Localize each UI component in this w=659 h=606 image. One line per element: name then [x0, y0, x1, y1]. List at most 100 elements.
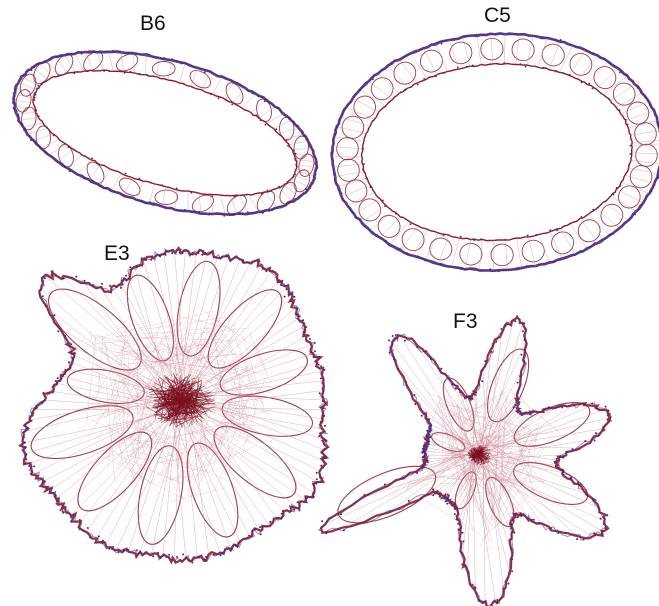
- f3-node: [340, 513, 342, 515]
- b6-node: [34, 99, 36, 101]
- f3-node: [424, 462, 426, 464]
- f3-node: [593, 532, 595, 534]
- e3-node: [56, 501, 58, 503]
- c5-node: [352, 212, 354, 214]
- e3-node: [152, 555, 154, 557]
- c5-node: [333, 133, 335, 135]
- panel-b6-network: [13, 48, 318, 218]
- e3-node: [87, 527, 89, 529]
- c5-node: [472, 65, 474, 67]
- e3-node: [165, 254, 167, 256]
- e3-node: [282, 510, 284, 512]
- c5-node: [593, 52, 595, 54]
- c5-edge: [504, 34, 505, 64]
- b6-edge: [157, 58, 159, 78]
- b6-node: [146, 74, 148, 76]
- f3-node: [555, 465, 557, 467]
- e3-node: [73, 353, 75, 355]
- b6-node: [69, 170, 71, 172]
- e3-node: [292, 302, 294, 304]
- c5-node: [364, 171, 366, 173]
- b6-edge: [179, 64, 185, 83]
- b6-node: [56, 56, 58, 58]
- f3-node: [321, 520, 323, 522]
- f3-node: [511, 570, 513, 572]
- b6-node: [50, 59, 52, 61]
- f3-node: [511, 548, 513, 550]
- e3-node: [182, 553, 184, 555]
- f3-node: [508, 583, 510, 585]
- c5-node: [556, 229, 558, 231]
- e3-node: [53, 314, 55, 316]
- e3-node: [296, 313, 298, 315]
- e3-node: [322, 383, 324, 385]
- f3-node: [511, 558, 513, 560]
- f3-node: [414, 403, 416, 405]
- b6-node: [38, 116, 40, 118]
- e3-node: [25, 458, 27, 460]
- f3-node: [388, 339, 390, 341]
- e3-edge: [140, 400, 190, 553]
- f3-node: [578, 448, 580, 450]
- c5-node: [372, 79, 374, 81]
- f3-node: [543, 411, 545, 413]
- c5-node: [331, 152, 333, 154]
- e3-node: [52, 270, 54, 272]
- b6-node: [23, 129, 25, 131]
- e3-node: [171, 557, 173, 559]
- e3-node: [168, 554, 170, 556]
- c5-node: [535, 234, 537, 236]
- f3-mesh-edge: [488, 545, 494, 550]
- e3-node: [104, 291, 106, 293]
- f3-edge: [483, 447, 485, 602]
- f3-node: [604, 527, 606, 529]
- b6-node: [35, 94, 37, 96]
- c5-cell: [538, 40, 568, 70]
- f3-node: [395, 334, 397, 336]
- b6-node: [262, 212, 264, 214]
- f3-node: [451, 383, 453, 385]
- f3-node: [583, 539, 585, 541]
- f3-node: [605, 406, 607, 408]
- b6-node: [184, 209, 186, 211]
- c5-node: [350, 101, 352, 103]
- b6-node: [233, 214, 235, 216]
- c5-node: [609, 234, 611, 236]
- c5-node: [581, 81, 583, 83]
- f3-node: [455, 387, 457, 389]
- c5-node: [549, 229, 551, 231]
- e3-node: [220, 554, 222, 556]
- c5-edge: [622, 182, 650, 193]
- b6-node: [140, 200, 142, 202]
- e3-node: [57, 377, 59, 379]
- e3-node: [226, 254, 228, 256]
- b6-node: [43, 81, 45, 83]
- e3-edge: [177, 397, 269, 526]
- b6-edge: [259, 107, 275, 118]
- f3-node: [363, 494, 365, 496]
- e3-node: [314, 342, 316, 344]
- b6-node: [298, 196, 300, 198]
- e3-node: [318, 364, 320, 366]
- e3-node: [318, 356, 320, 358]
- c5-node: [489, 63, 491, 65]
- b6-node: [218, 97, 220, 99]
- e3-node: [241, 261, 243, 263]
- c5-node: [627, 124, 629, 126]
- f3-node: [583, 404, 585, 406]
- b6-edge: [67, 155, 82, 168]
- e3-node: [314, 350, 316, 352]
- c5-node: [651, 191, 653, 193]
- f3-node: [447, 497, 449, 499]
- c5-node: [385, 240, 387, 242]
- c5-node: [429, 76, 431, 78]
- c5-node: [555, 71, 557, 73]
- f3-node: [606, 514, 608, 516]
- e3-node: [32, 412, 34, 414]
- c5-node: [541, 36, 543, 38]
- b6-node: [295, 164, 297, 166]
- e3-node: [254, 528, 256, 530]
- b6-node: [13, 107, 15, 109]
- c5-node: [630, 145, 632, 147]
- f3-mesh-edge: [485, 453, 523, 523]
